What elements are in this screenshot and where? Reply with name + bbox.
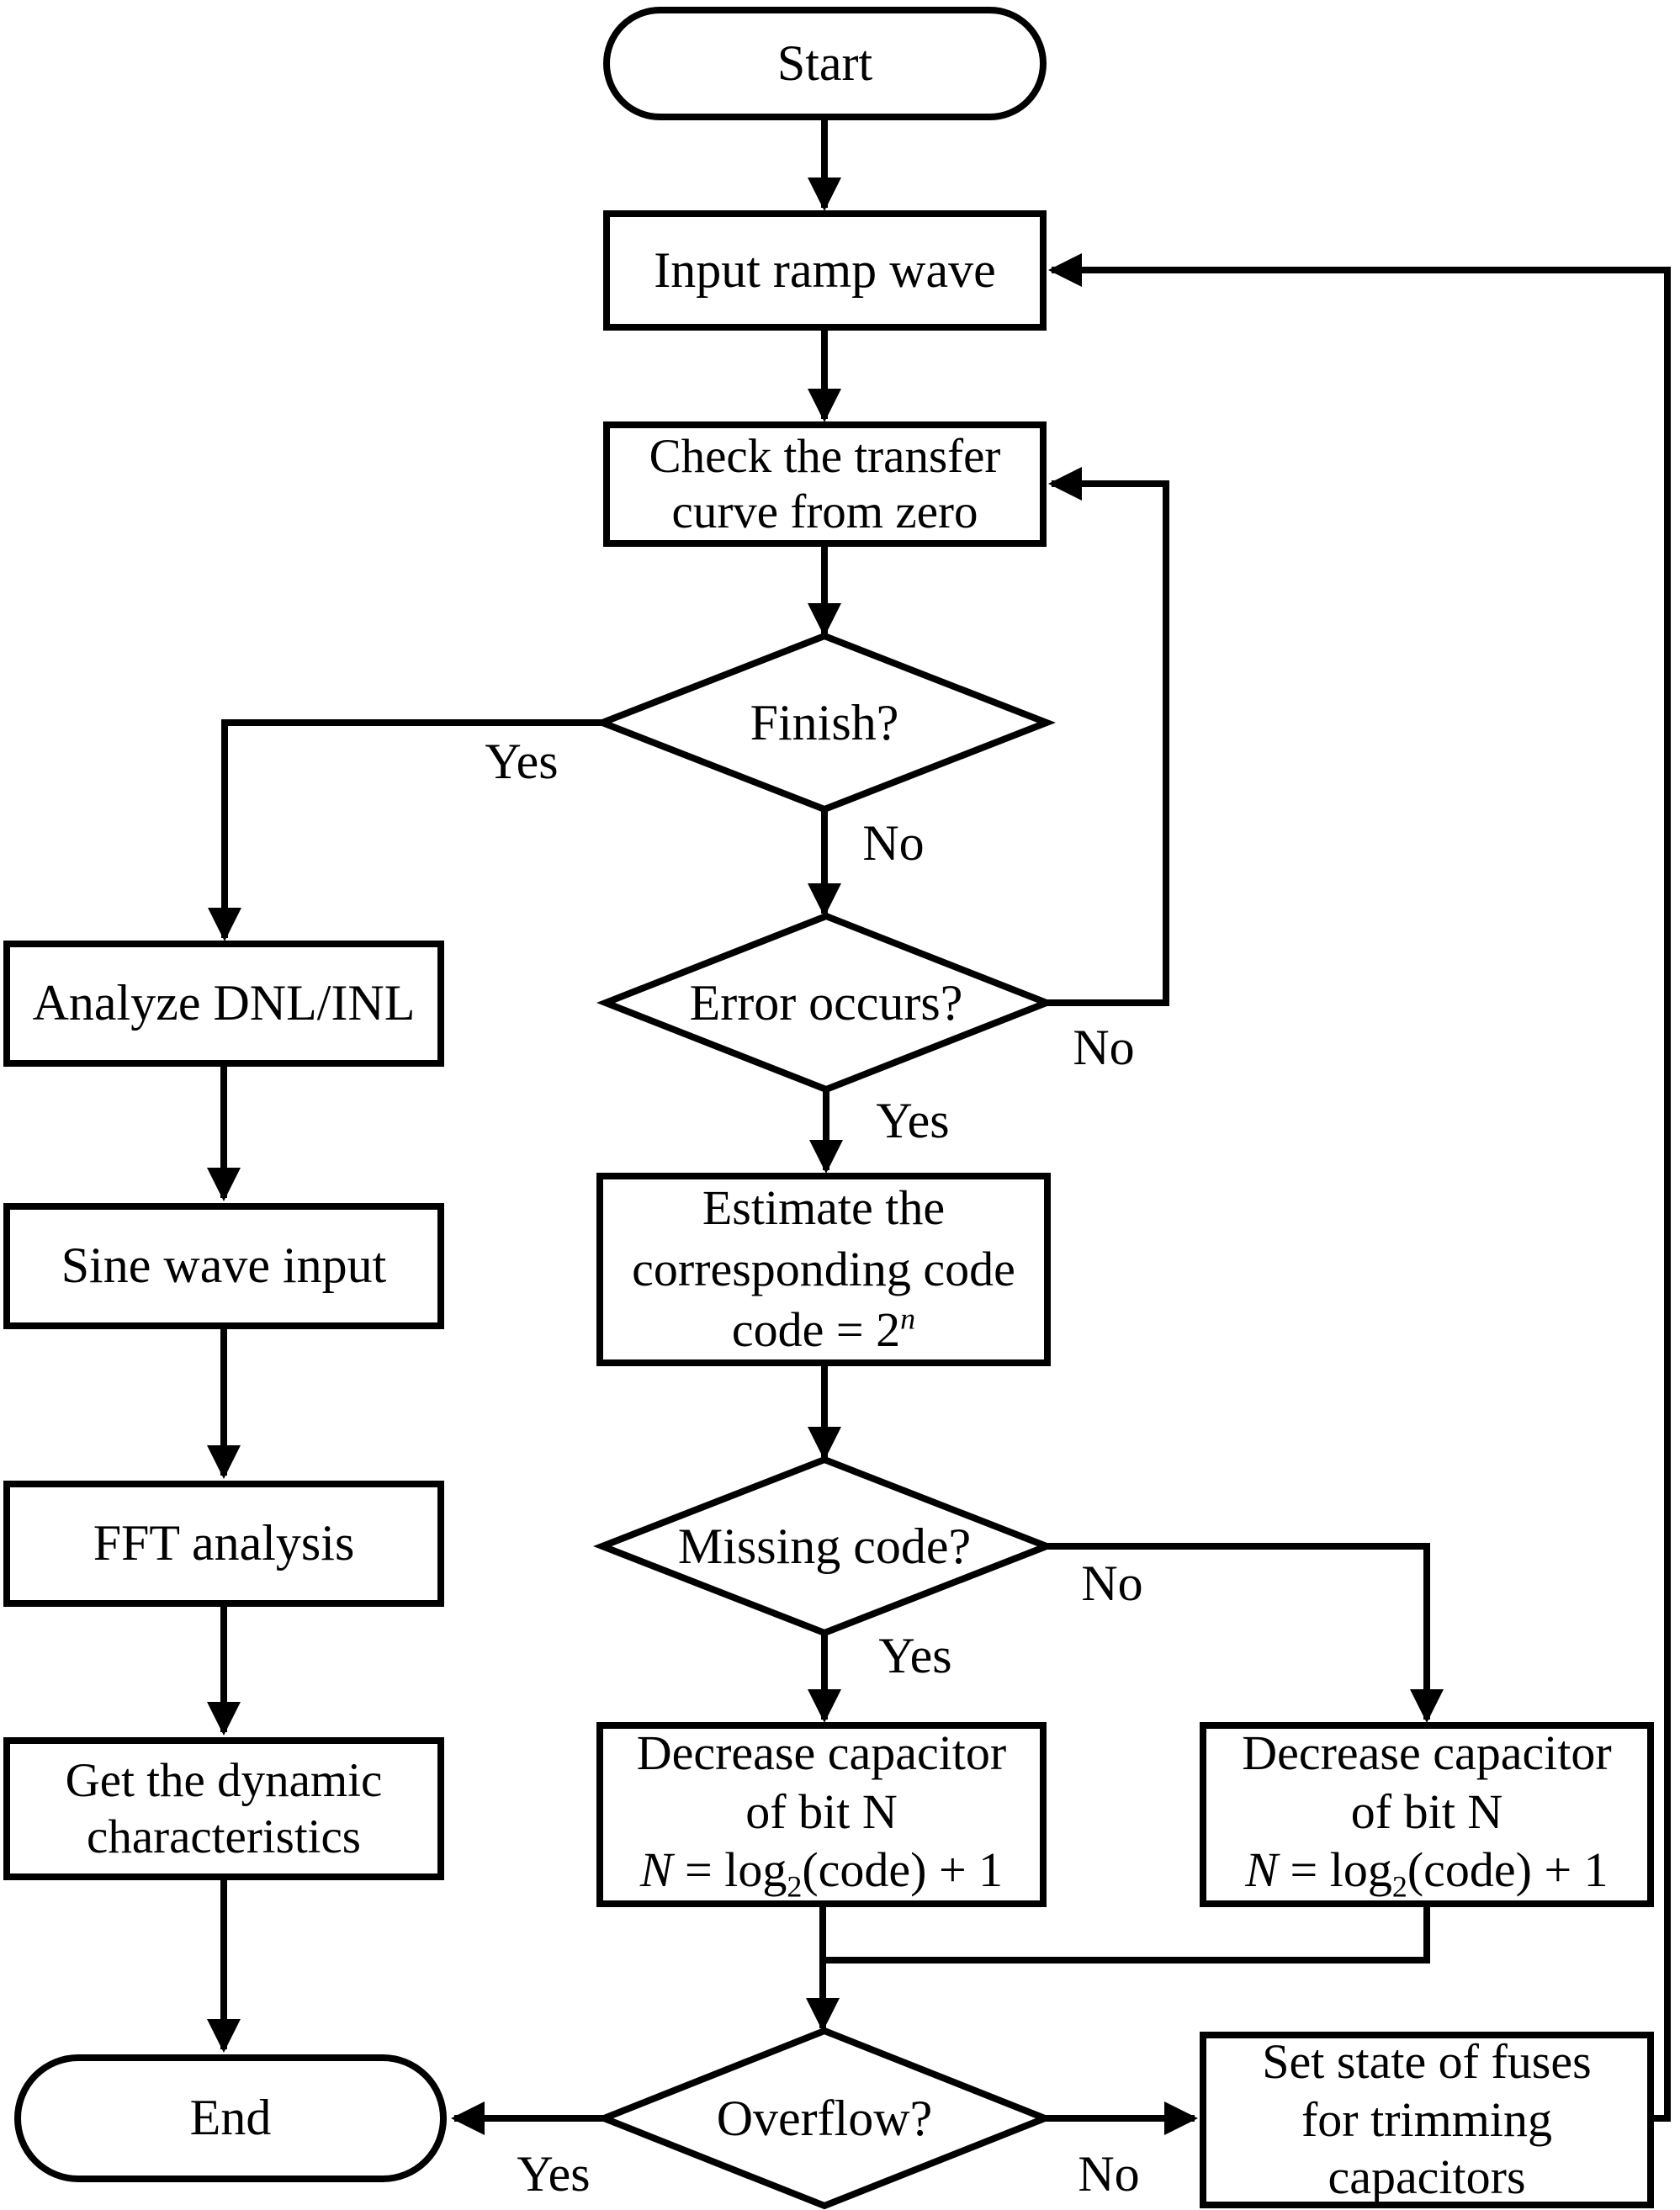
overflow-no-label: No: [1078, 2146, 1140, 2202]
estimate-formula: code = 2n: [731, 1301, 916, 1358]
decrease-right-formula-base: 2: [1391, 1869, 1407, 1904]
check-transfer-line1: Check the transfer: [649, 429, 1001, 483]
set-fuses-line2: for trimming: [1301, 2091, 1552, 2147]
fft-analysis-step: FFT analysis: [3, 1481, 444, 1607]
edge-decrease-right-merge: [823, 1907, 1430, 1964]
edge-error-no-loop-to-check: [1047, 467, 1169, 1006]
set-fuses-line3: capacitors: [1328, 2149, 1526, 2205]
decrease-left-line1: Decrease capacitor: [636, 1725, 1007, 1781]
input-ramp-wave-label: Input ramp wave: [654, 241, 996, 298]
overflow-diamond-shape: [595, 2027, 1054, 2210]
analyze-dnl-inl-step: Analyze DNL/INL: [3, 941, 444, 1067]
edge-finish-yes-to-analyze: [208, 719, 603, 941]
start-label: Start: [776, 34, 873, 91]
get-dynamic-line2: characteristics: [87, 1810, 361, 1863]
estimate-line2: corresponding code: [632, 1241, 1015, 1296]
end-terminator: End: [14, 2054, 447, 2182]
error-occurs-diamond-shape: [596, 912, 1056, 1094]
set-fuses-line1: Set state of fuses: [1262, 2034, 1592, 2090]
missing-yes-label: Yes: [878, 1628, 952, 1683]
decrease-right-formula: N = log2(code) + 1: [1245, 1842, 1608, 1904]
analyze-dnl-inl-label: Analyze DNL/INL: [32, 975, 416, 1031]
finish-no-label: No: [862, 815, 925, 871]
missing-code-diamond-shape: [592, 1455, 1057, 1637]
start-terminator: Start: [603, 7, 1047, 120]
error-yes-label: Yes: [876, 1093, 950, 1148]
sine-wave-input-step: Sine wave input: [3, 1203, 444, 1329]
overflow-yes-label: Yes: [517, 2146, 591, 2202]
get-dynamic-line1: Get the dynamic: [65, 1753, 383, 1807]
decrease-left-formula: N = log2(code) + 1: [639, 1842, 1004, 1904]
missing-no-label: No: [1081, 1555, 1143, 1611]
decrease-left-line2: of bit N: [745, 1783, 898, 1839]
estimate-formula-exponent: n: [900, 1301, 916, 1336]
decrease-capacitor-left-step: Decrease capacitor of bit N N = log2(cod…: [596, 1722, 1047, 1907]
decrease-left-formula-base: 2: [787, 1869, 803, 1904]
finish-yes-label: Yes: [485, 734, 559, 789]
edge-fuses-feedback-to-input: [1048, 253, 1671, 2122]
get-dynamic-step: Get the dynamic characteristics: [3, 1737, 444, 1880]
sine-wave-input-label: Sine wave input: [61, 1237, 387, 1294]
fft-analysis-label: FFT analysis: [93, 1515, 355, 1571]
estimate-line1: Estimate the: [702, 1180, 946, 1236]
decrease-right-line2: of bit N: [1350, 1783, 1503, 1839]
check-transfer-curve-step: Check the transfer curve from zero: [603, 421, 1047, 547]
error-no-label: No: [1073, 1020, 1135, 1075]
edge-missing-no-to-decrease-right: [1047, 1543, 1444, 1723]
decrease-capacitor-right-step: Decrease capacitor of bit N N = log2(cod…: [1200, 1722, 1654, 1907]
check-transfer-line2: curve from zero: [671, 485, 978, 538]
estimate-code-step: Estimate the corresponding code code = 2…: [596, 1173, 1051, 1366]
finish-diamond-shape: [592, 632, 1057, 814]
set-fuses-step: Set state of fuses for trimming capacito…: [1200, 2032, 1654, 2208]
end-label: End: [189, 2090, 272, 2146]
input-ramp-wave-step: Input ramp wave: [603, 210, 1047, 331]
decrease-right-line1: Decrease capacitor: [1242, 1725, 1612, 1781]
